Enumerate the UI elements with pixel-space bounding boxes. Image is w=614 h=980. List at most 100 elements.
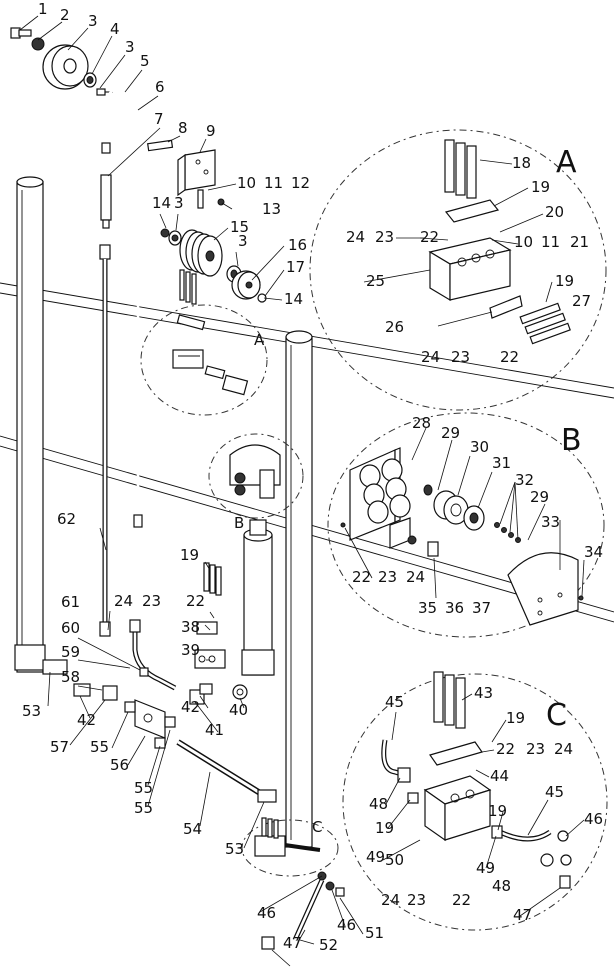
callout-label: 10 [514, 233, 533, 251]
leader-line [19, 15, 39, 31]
leader-line [107, 127, 161, 177]
leader-line [91, 35, 113, 75]
callout-label: 25 [366, 272, 385, 290]
leader-line [37, 21, 63, 41]
callout-label: 42 [77, 711, 96, 729]
callout-label: 22 [420, 228, 439, 246]
callout-label: 19 [375, 819, 394, 837]
leader-line [411, 427, 427, 461]
callout-label: 8 [178, 119, 188, 137]
leader-line [499, 481, 516, 525]
callout-label: 7 [154, 110, 164, 128]
leader-line [479, 159, 513, 165]
leader-line [77, 637, 141, 671]
detail-circle-a-small [140, 304, 268, 416]
leader-line [207, 183, 237, 191]
detail-b-small-parts [229, 444, 281, 499]
leader-line [457, 455, 471, 496]
callout-label: 22 [186, 592, 205, 610]
fitting-55-group [124, 701, 176, 749]
callout-label: 23 [451, 348, 470, 366]
leader-line [239, 697, 245, 709]
leader-line [344, 527, 373, 579]
callout-label: 24 [406, 568, 425, 586]
multi-pulley-15 [179, 229, 223, 305]
callout-label: 3 [238, 232, 248, 250]
leader-line [147, 745, 161, 786]
detail-label-c: C [546, 698, 567, 733]
callout-label: 23 [378, 568, 397, 586]
leader-line [77, 659, 131, 669]
nut-14-left [160, 228, 170, 238]
callout-label: 60 [61, 619, 80, 637]
lift-cylinder-left [14, 176, 46, 673]
callout-label: 61 [61, 593, 80, 611]
callout-label: 37 [472, 599, 491, 617]
detail-circle-a [309, 129, 607, 411]
callout-label: 49 [366, 848, 385, 866]
callout-label: 6 [155, 78, 165, 96]
pin-8 [147, 139, 174, 152]
callout-label: 47 [283, 934, 302, 952]
washer-16 [231, 270, 261, 300]
callout-label: 22 [352, 568, 371, 586]
callout-label: 24 [114, 592, 133, 610]
leader-line [382, 839, 421, 861]
leader-line [437, 311, 493, 327]
callout-label: 5 [140, 52, 150, 70]
callout-label: 14 [284, 290, 303, 308]
leader-line [259, 875, 323, 913]
callout-label: 24 [554, 740, 573, 758]
leader-line [461, 693, 473, 701]
callout-label: 42 [181, 698, 200, 716]
pulley-4 [42, 44, 89, 90]
leader-line [271, 949, 291, 967]
leader-line [391, 711, 397, 741]
leader-line [204, 624, 211, 631]
callout-label: 14 [152, 194, 171, 212]
hose-59 [129, 619, 177, 691]
leader-line [221, 202, 233, 210]
callout-label: 3 [125, 38, 135, 56]
leader-line [419, 237, 449, 241]
callout-label: 57 [50, 738, 69, 756]
leader-line [175, 213, 179, 231]
callout-label: 46 [257, 904, 276, 922]
callout-label: 3 [174, 194, 184, 212]
fitting-7 [100, 174, 112, 229]
leader-line [264, 269, 285, 297]
leader-line [99, 54, 126, 89]
leader-line [137, 95, 159, 111]
fittings-46-47-52 [261, 871, 345, 950]
leader-line [204, 561, 211, 571]
detail-circle-b-small [208, 433, 304, 519]
callout-label: 30 [470, 438, 489, 456]
callout-label: 11 [541, 233, 560, 251]
leader-line [111, 711, 129, 749]
leader-line [475, 769, 490, 778]
callout-label: 22 [500, 348, 519, 366]
callout-label: 18 [512, 154, 531, 172]
hose-51 [292, 878, 325, 942]
callout-label: 50 [385, 851, 404, 869]
callout-label: 23 [375, 228, 394, 246]
callout-label: 54 [183, 820, 202, 838]
callout-label: 44 [490, 767, 509, 785]
leader-line [491, 239, 519, 245]
leader-line [385, 777, 401, 805]
hose-54 [176, 739, 267, 799]
detail-circle-c-small [241, 819, 339, 877]
leader-line [209, 611, 215, 619]
callout-label: 55 [90, 738, 109, 756]
callout-label: 12 [291, 174, 310, 192]
callout-label: C [312, 818, 322, 836]
leader-line [491, 719, 507, 743]
leader-line [527, 503, 546, 541]
leader-line [437, 439, 453, 491]
leader-line [497, 811, 504, 831]
leader-line [481, 749, 495, 753]
callout-label: 27 [572, 292, 591, 310]
elbow-42-41 [189, 683, 213, 705]
leader-line [199, 695, 209, 709]
callout-label: 52 [319, 936, 338, 954]
